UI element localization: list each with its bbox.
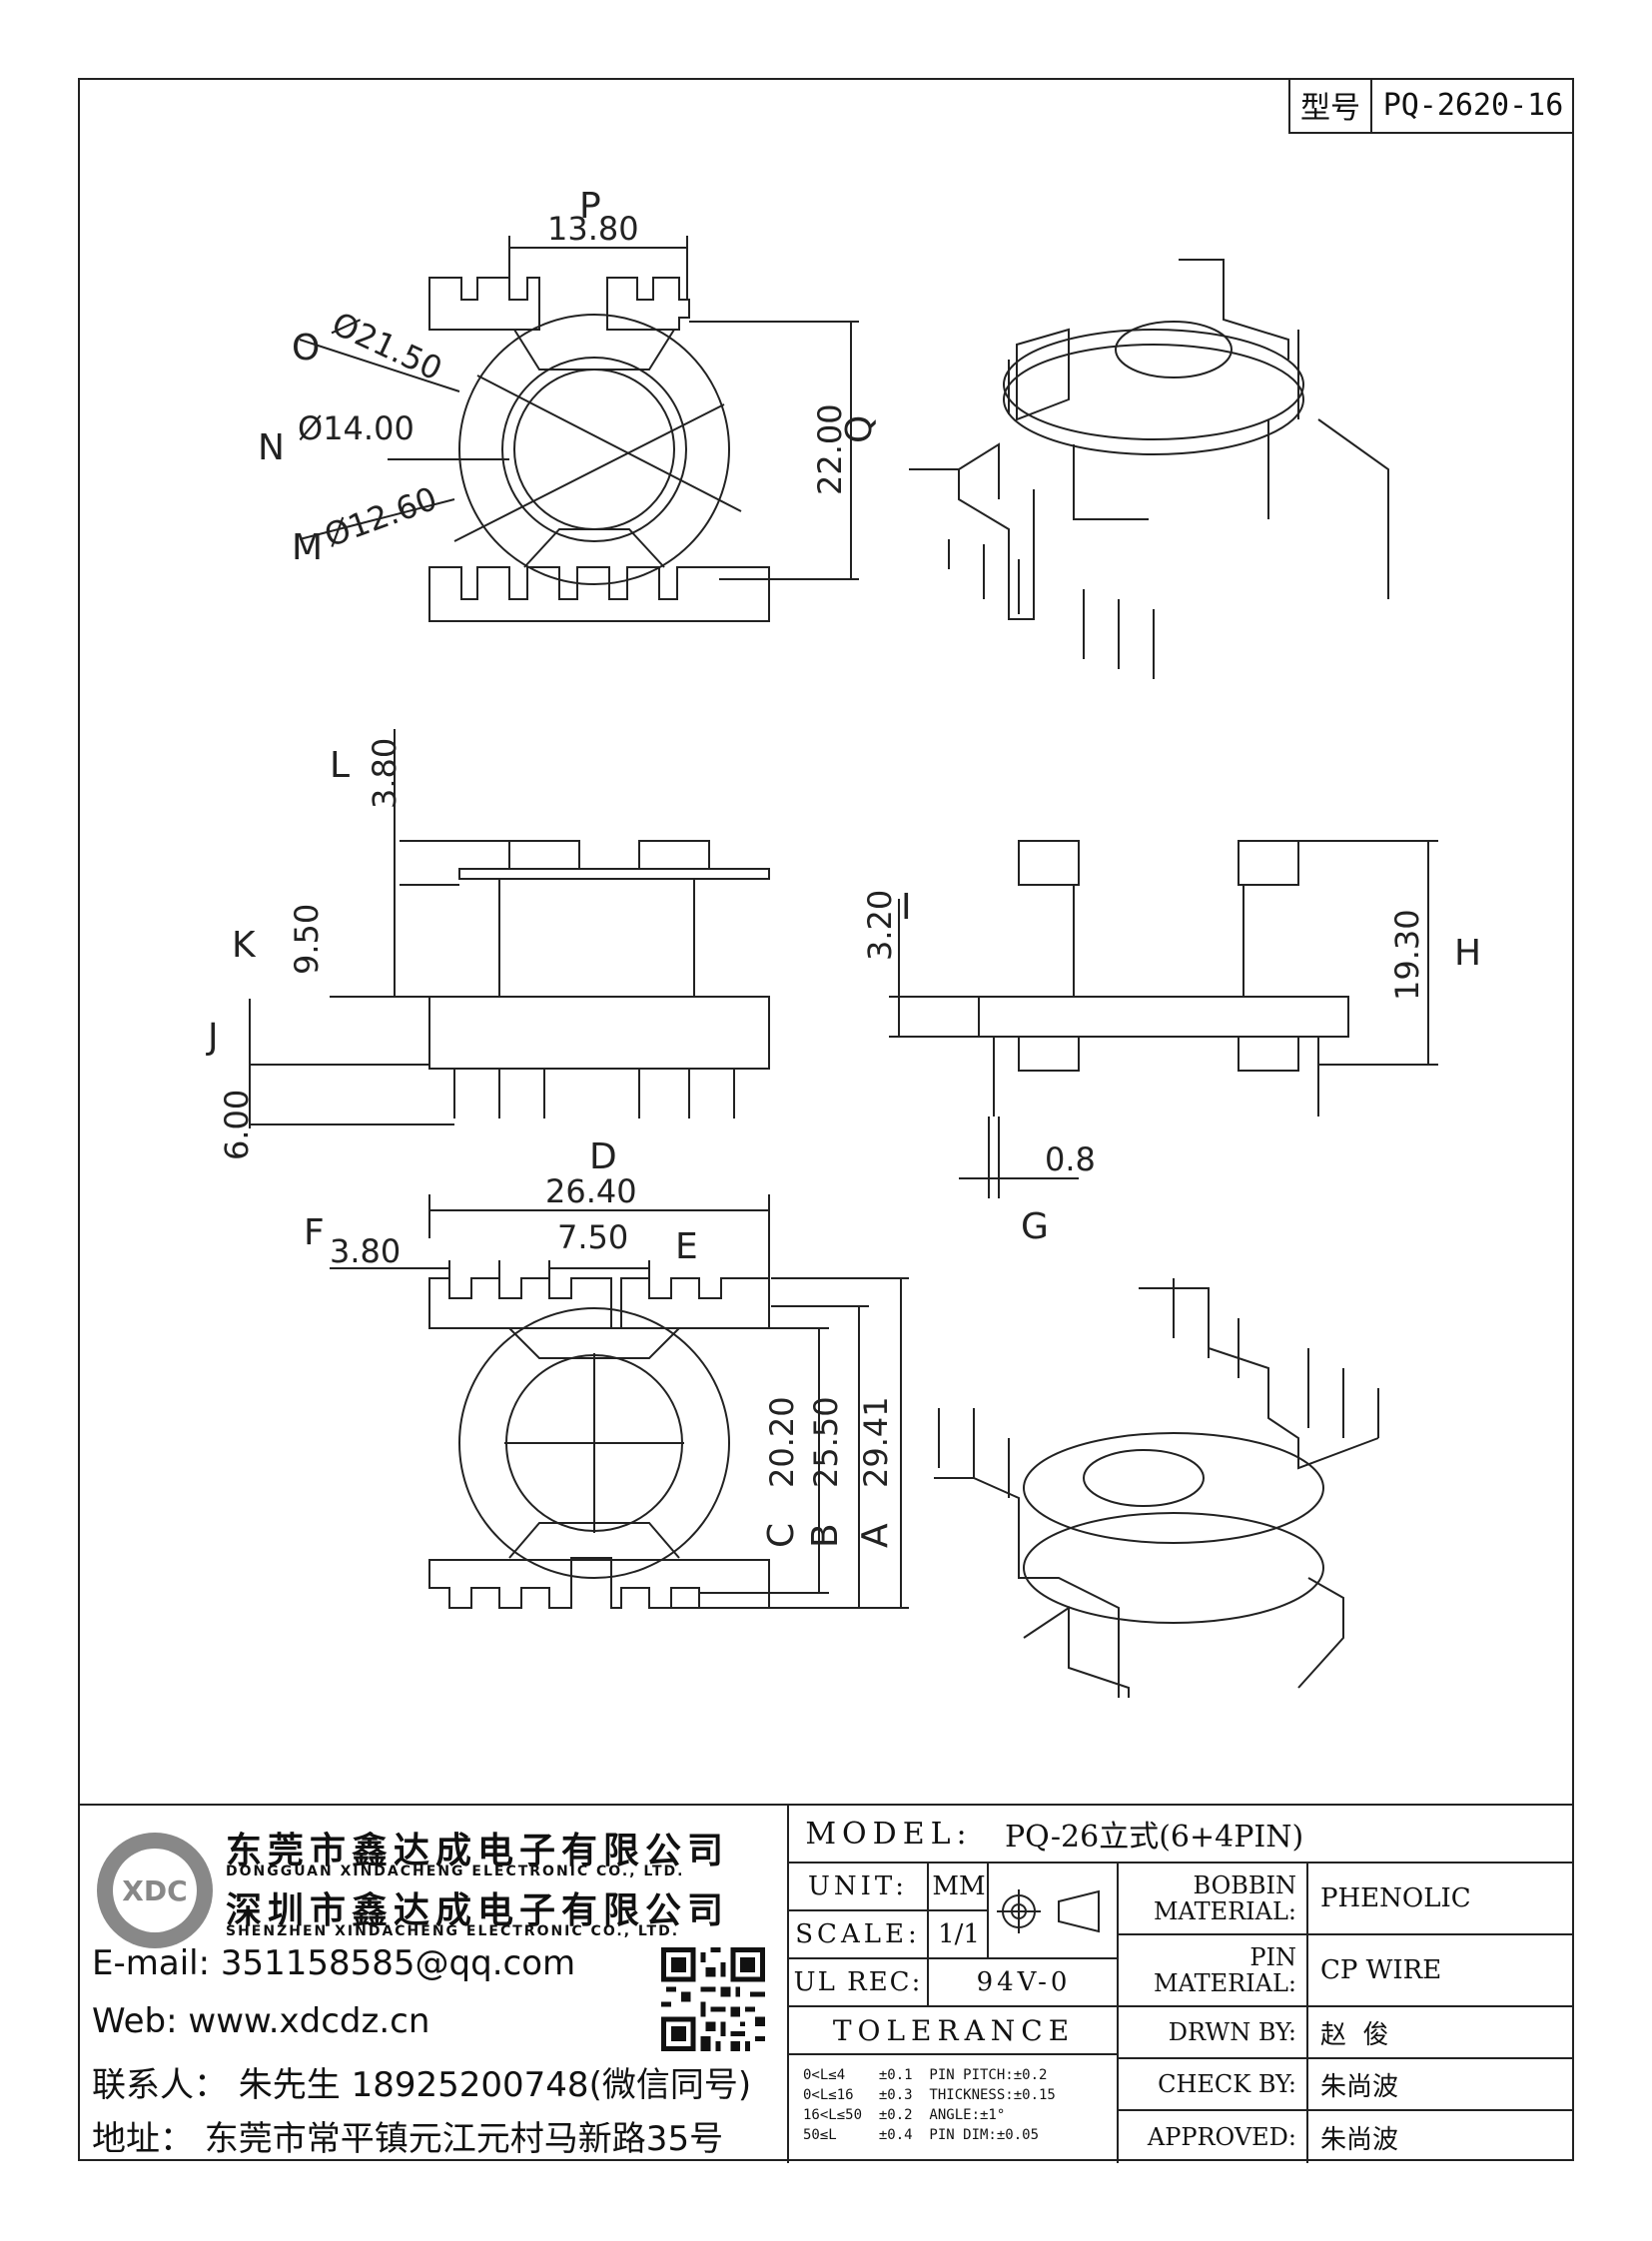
side-view-right — [889, 840, 1438, 1198]
dim-label-e: E — [675, 1226, 698, 1267]
unit-label: UNIT: — [789, 1864, 929, 1909]
dim-label-n: N — [258, 427, 285, 468]
dim-label-c: C — [761, 1523, 802, 1548]
dim-value-b: 25.50 — [807, 1396, 845, 1488]
isometric-view-bottom — [934, 1278, 1379, 1698]
type-value: PQ-2620-16 — [1382, 87, 1564, 123]
company-name-shenzhen-en: SHENZHEN XINDACHENG ELECTRONIC CO., LTD. — [226, 1923, 680, 1939]
tolerance-header-row: TOLERANCE — [789, 2007, 1119, 2055]
website: Web: www.xdcdz.cn — [92, 2001, 430, 2041]
tolerance-row: 0<L≤16 ±0.3 THICKNESS:±0.15 — [803, 2087, 1056, 2103]
tolerance-table: 0<L≤4 ±0.1 PIN PITCH:±0.2 0<L≤16 ±0.3 TH… — [789, 2055, 1119, 2163]
contact-person: 联系人： 朱先生 18925200748(微信同号) — [92, 2065, 752, 2105]
approved-row: APPROVED: 朱尚波 — [1119, 2111, 1574, 2163]
bobbin-value: PHENOLIC — [1320, 1883, 1471, 1913]
unit-row: UNIT: MM — [789, 1864, 989, 1911]
check-value: 朱尚波 — [1320, 2071, 1399, 2102]
dim-label-a: A — [855, 1523, 896, 1548]
dim-label-m: M — [292, 527, 323, 568]
dim-label-o: O — [292, 328, 320, 369]
dim-value-a: 29.41 — [857, 1396, 895, 1488]
model-row: MODEL: PQ-26立式(6+4PIN) — [789, 1806, 1574, 1864]
dim-value-f: 3.80 — [330, 1232, 401, 1270]
drwn-value: 赵 俊 — [1320, 2019, 1389, 2050]
dim-value-i: 3.20 — [861, 890, 899, 961]
unit-value: MM — [932, 1871, 986, 1901]
dim-value-n: Ø14.00 — [298, 409, 414, 447]
dim-label-b: B — [805, 1523, 846, 1548]
side-view-left — [249, 729, 770, 1128]
dim-label-i: I — [901, 887, 912, 928]
dim-value-l: 3.80 — [366, 738, 404, 809]
dim-value-q: 22.00 — [811, 403, 849, 495]
technical-drawing: P 13.80 O Ø21.50 N Ø14.00 M Ø12.60 Q 22.… — [206, 186, 1481, 1698]
drwn-row: DRWN BY: 赵 俊 — [1119, 2007, 1574, 2059]
tolerance-row: 0<L≤4 ±0.1 PIN PITCH:±0.2 — [803, 2067, 1048, 2083]
check-label: CHECK BY: — [1119, 2059, 1308, 2109]
approved-value: 朱尚波 — [1320, 2124, 1399, 2155]
dim-value-m: Ø12.60 — [320, 479, 442, 555]
dim-label-d: D — [589, 1136, 617, 1177]
approved-label: APPROVED: — [1119, 2111, 1308, 2163]
email: E-mail: 351158585@qq.com — [92, 1943, 576, 1983]
isometric-view-top — [909, 259, 1389, 679]
tolerance-label: TOLERANCE — [832, 2013, 1076, 2047]
ul-row: UL REC: 94V-0 — [789, 1959, 1119, 2007]
scale-value: 1/1 — [938, 1919, 980, 1949]
dim-value-c: 20.20 — [763, 1396, 801, 1488]
scale-row: SCALE: 1/1 — [789, 1911, 989, 1959]
tolerance-row: 50≤L ±0.4 PIN DIM:±0.05 — [803, 2127, 1040, 2143]
type-label: 型号 — [1290, 78, 1372, 132]
dim-label-q: Q — [839, 415, 880, 443]
title-block-bottom: XDC 东莞市鑫达成电子有限公司 DONGGUAN XINDACHENG ELE… — [78, 1804, 1574, 2163]
check-row: CHECK BY: 朱尚波 — [1119, 2059, 1574, 2111]
pin-label: PIN MATERIAL: — [1119, 1935, 1308, 2005]
logo-text: XDC — [122, 1874, 187, 1907]
dim-value-k: 9.50 — [288, 904, 326, 975]
scale-label: SCALE: — [789, 1911, 929, 1957]
bobbin-label: BOBBIN MATERIAL: — [1119, 1864, 1308, 1933]
projection-cell — [989, 1864, 1119, 1959]
dim-label-h: H — [1454, 933, 1481, 974]
model-value: PQ-26立式(6+4PIN) — [1005, 1820, 1304, 1855]
dim-value-g: 0.8 — [1045, 1140, 1096, 1178]
projection-symbol-icon — [997, 1889, 1100, 1933]
address: 地址： 东莞市常平镇元江元村马新路35号 — [92, 2119, 724, 2159]
company-logo: XDC — [97, 1833, 213, 1948]
dim-label-k: K — [232, 925, 257, 966]
top-view — [299, 236, 859, 622]
pin-value: CP WIRE — [1320, 1955, 1442, 1985]
dim-label-j: J — [206, 1017, 219, 1058]
dim-value-h: 19.30 — [1388, 909, 1426, 1001]
dim-value-d: 26.40 — [545, 1172, 637, 1210]
dim-label-f: F — [304, 1212, 325, 1253]
dim-value-j: 6.00 — [218, 1090, 256, 1160]
bobbin-row: BOBBIN MATERIAL: PHENOLIC — [1119, 1864, 1574, 1935]
dim-value-p: 13.80 — [547, 210, 639, 248]
ul-value: 94V-0 — [976, 1967, 1072, 1997]
dim-value-e: 7.50 — [557, 1218, 628, 1256]
dim-label-l: L — [330, 745, 350, 786]
model-label: MODEL: — [805, 1816, 973, 1852]
qr-code — [661, 1947, 765, 2051]
ul-label: UL REC: — [789, 1959, 929, 2005]
pin-row: PIN MATERIAL: CP WIRE — [1119, 1935, 1574, 2007]
dim-label-g: G — [1021, 1206, 1049, 1247]
title-block: 型号 PQ-2620-16 — [1288, 78, 1574, 134]
tolerance-row: 16<L≤50 ±0.2 ANGLE:±1° — [803, 2107, 1006, 2123]
drawing-frame — [78, 78, 1574, 2161]
spec-panel: MODEL: PQ-26立式(6+4PIN) UNIT: MM SCALE: 1… — [789, 1806, 1574, 2163]
company-name-dongguan-en: DONGGUAN XINDACHENG ELECTRONIC CO., LTD. — [226, 1864, 685, 1879]
dim-label-p: P — [579, 186, 601, 227]
drwn-label: DRWN BY: — [1119, 2007, 1308, 2057]
company-name-dongguan: 东莞市鑫达成电子有限公司 — [226, 1831, 730, 1871]
company-name-shenzhen: 深圳市鑫达成电子有限公司 — [226, 1890, 730, 1931]
company-panel: XDC 东莞市鑫达成电子有限公司 DONGGUAN XINDACHENG ELE… — [78, 1806, 789, 2163]
bottom-view — [330, 1194, 909, 1609]
